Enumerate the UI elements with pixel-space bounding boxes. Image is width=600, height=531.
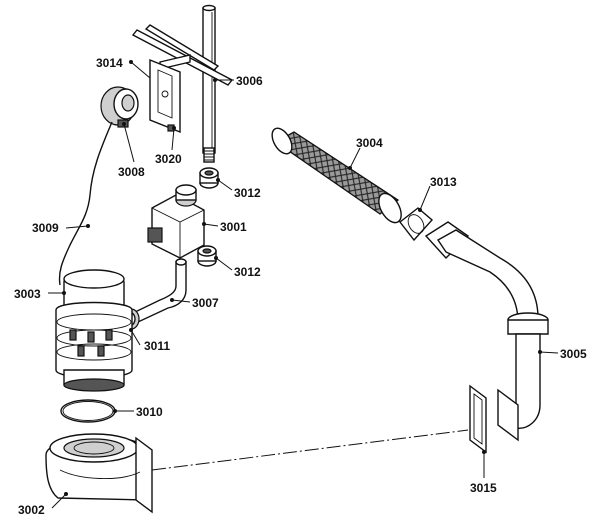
nut-3012-lower (197, 245, 217, 267)
tube-3007 (132, 258, 187, 323)
gasket-3015 (469, 384, 487, 454)
leader-lines (48, 61, 559, 509)
callout-3004: 3004 (356, 136, 383, 150)
centerline (151, 429, 469, 471)
callout-3010: 3010 (136, 405, 163, 419)
mesh-hose-3004 (271, 127, 402, 224)
leader-dots (62, 60, 542, 496)
callout-3006: 3006 (236, 74, 263, 88)
motor-3008 (100, 86, 139, 128)
callout-3002: 3002 (18, 503, 45, 517)
housing-3002 (45, 433, 153, 514)
burner-3003 (55, 269, 133, 392)
callout-3011: 3011 (144, 339, 170, 353)
callout-3005: 3005 (560, 347, 587, 361)
callout-3012-lower: 3012 (234, 265, 261, 279)
callout-3013: 3013 (430, 175, 457, 189)
callout-3008: 3008 (118, 165, 145, 179)
gasket-3010 (60, 399, 116, 423)
callout-3009: 3009 (32, 221, 59, 235)
gasket-3013 (399, 207, 434, 242)
tube-3006 (202, 4, 216, 163)
callout-3007: 3007 (192, 296, 219, 310)
callout-3014: 3014 (96, 56, 123, 70)
callout-3001: 3001 (220, 220, 247, 234)
elbow-pipe-3005 (424, 221, 549, 442)
nut-3012-upper (199, 167, 219, 189)
callout-3020: 3020 (155, 152, 182, 166)
cable-3009 (58, 121, 113, 286)
callout-3012-upper: 3012 (234, 186, 261, 200)
solenoid-valve-3001 (147, 184, 205, 259)
mounting-bracket (131, 24, 234, 86)
plate-3020 (149, 58, 181, 134)
callout-3015: 3015 (470, 481, 497, 495)
callout-3003: 3003 (14, 287, 41, 301)
